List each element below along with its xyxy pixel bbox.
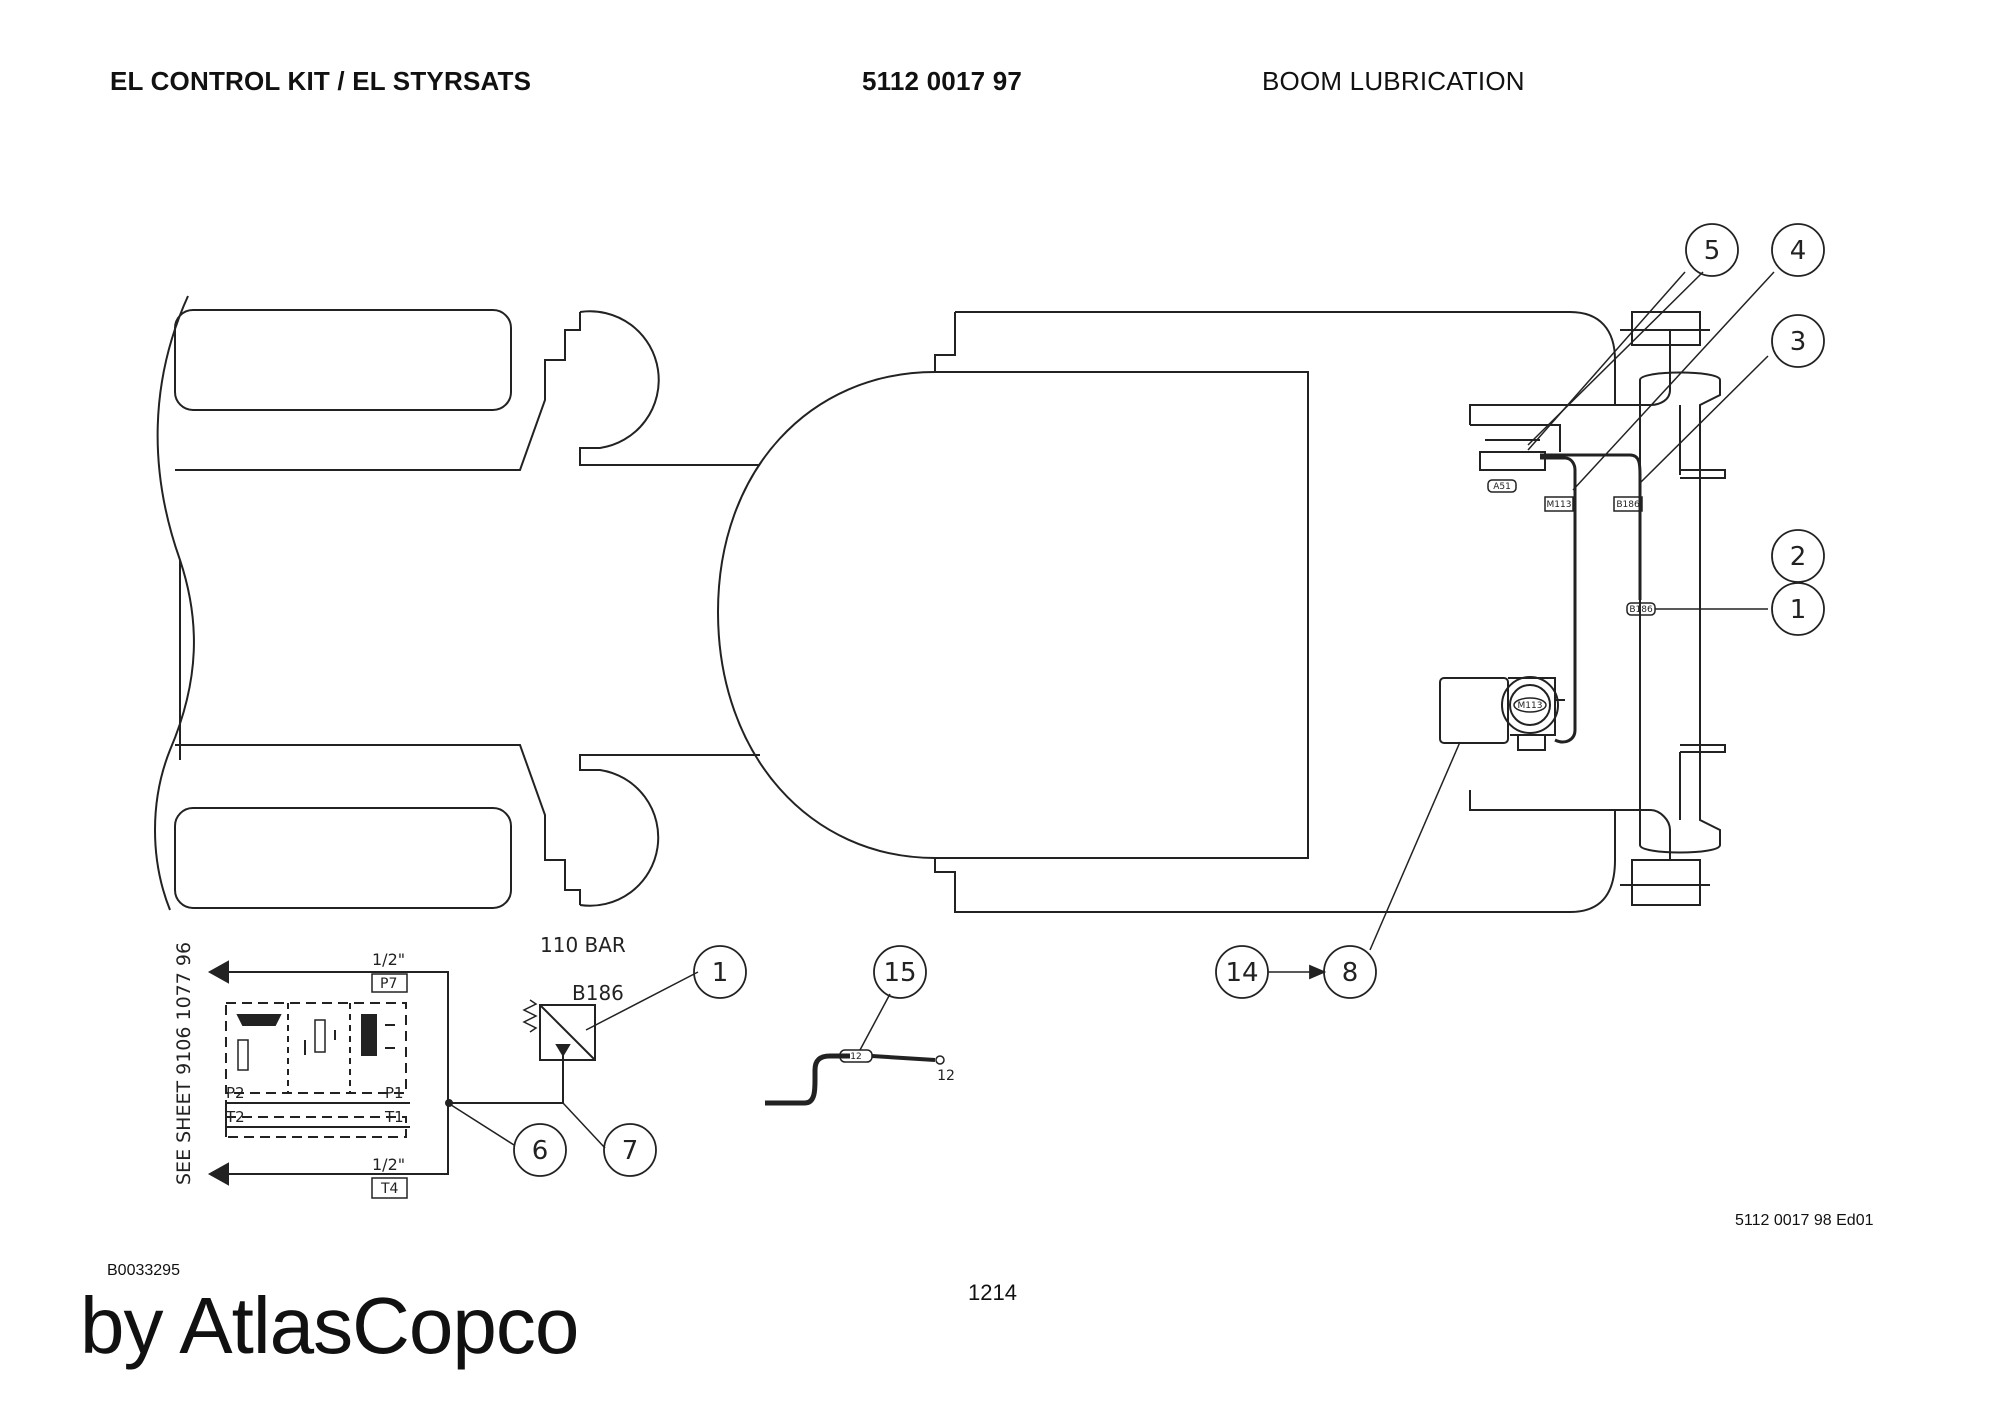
port-p1: P1 [385,1084,404,1102]
callout-5-text: 5 [1704,236,1721,266]
drawing-reference: 5112 0017 98 Ed01 [1735,1212,1874,1229]
callouts-top [1685,223,1825,636]
callout-6-text: 6 [532,1136,549,1166]
port-p2: P2 [226,1084,245,1102]
port-t4: T4 [380,1181,399,1197]
rear-body [716,311,1616,913]
wire-labels: A51 M113 B186 B186 M113 12 12 [850,482,1653,1084]
part-number: 5112 0017 97 [862,66,1023,96]
callout-2 [1771,529,1825,583]
callouts-bottom [1215,945,1377,999]
tyre-lower [174,807,512,909]
document-id: B0033295 [107,1262,180,1279]
cable-detail [765,945,945,1106]
brand-watermark: by AtlasCopco [80,1281,579,1370]
label-cable-12: 12 [850,1052,861,1062]
callout-labels: 5 4 3 2 1 1 6 7 15 14 8 [532,236,1807,1166]
callout-2-text: 2 [1790,542,1807,572]
callout-4 [1771,223,1825,277]
callout-15 [873,945,927,999]
label-a51: A51 [1493,482,1511,492]
callout-7-text: 7 [622,1136,639,1166]
schematic-labels: 110 BAR B186 1/2" 1/2" P7 T4 P2 P1 T2 T1… [173,933,626,1197]
callout-5 [1685,223,1739,277]
callout-6 [513,1123,567,1177]
callout-1 [1771,582,1825,636]
port-p7: P7 [380,976,397,992]
callout-1b-text: 1 [712,958,729,988]
callout-1-text: 1 [1790,595,1807,625]
port-t2: T2 [225,1108,245,1126]
label-b186-bottom: B186 [1629,605,1653,615]
pressure-switch [539,1004,596,1061]
callout-14-text: 14 [1225,958,1258,988]
port-t1: T1 [384,1108,404,1126]
hydraulic-schematic [207,945,747,1199]
label-m113: M113 [1547,500,1572,510]
callout-4-text: 4 [1790,236,1807,266]
page-number: 1214 [968,1280,1017,1305]
see-sheet-label: SEE SHEET 9106 1077 96 [173,942,195,1185]
boom-assembly [1369,271,1775,951]
front-chassis [154,295,760,911]
pressure-label: 110 BAR [540,933,626,957]
callout-3-text: 3 [1790,327,1807,357]
sensor-label: B186 [572,981,624,1005]
pipe-bottom-label: 1/2" [372,1155,405,1174]
pipe-top-label: 1/2" [372,950,405,969]
label-cable-end-12: 12 [937,1068,955,1084]
page-title: EL CONTROL KIT / EL STYRSATS [110,66,532,96]
callout-8-text: 8 [1342,958,1359,988]
tyre-upper [174,309,512,411]
lubrication-pump-body [1439,677,1509,744]
callout-1-schematic [693,945,747,999]
label-b186-top: B186 [1616,500,1640,510]
section-title: BOOM LUBRICATION [1262,66,1525,96]
callout-7 [603,1123,657,1177]
callout-15-text: 15 [883,958,916,988]
label-m113-motor: M113 [1518,701,1543,711]
callout-3 [1771,314,1825,368]
